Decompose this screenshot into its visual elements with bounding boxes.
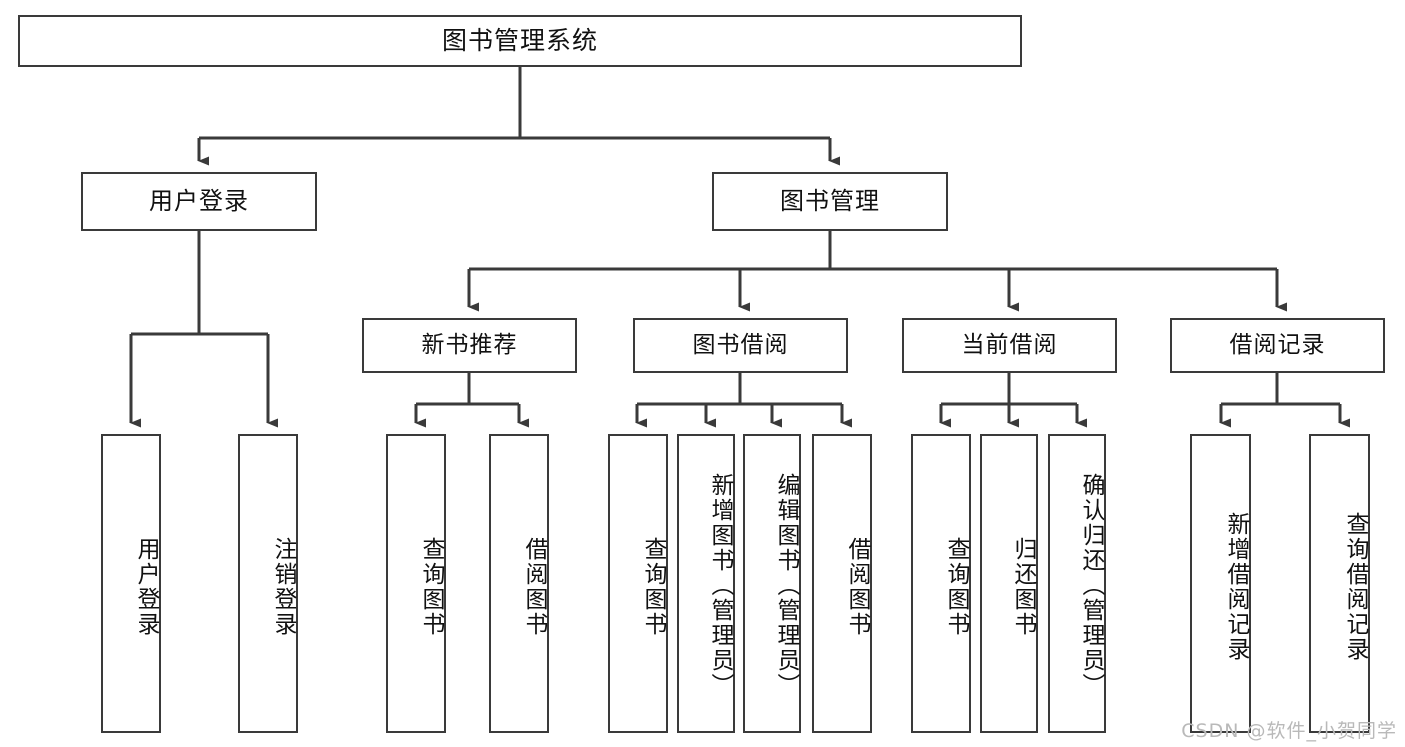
node-label: 图书借阅 [692,331,789,358]
leaf-edit-book-admin[interactable]: 编辑图书（管理员） [743,434,801,733]
node-user-login[interactable]: 用户登录 [81,172,317,231]
leaf-user-login[interactable]: 用户登录 [101,434,161,733]
leaf-add-borrow-record[interactable]: 新增借阅记录 [1190,434,1251,733]
leaf-add-book-admin[interactable]: 新增图书（管理员） [677,434,735,733]
leaf-logout-login[interactable]: 注销登录 [238,434,298,733]
node-label: 借阅图书 [844,536,870,637]
node-root-book-management-system[interactable]: 图书管理系统 [18,15,1022,67]
node-label: 当前借阅 [961,331,1058,358]
node-book-borrowing[interactable]: 图书借阅 [633,318,848,373]
csdn-watermark: CSDN @软件_小贺同学 [1181,720,1397,742]
node-label: 编辑图书（管理员） [773,473,799,698]
node-label: 查询图书 [943,536,969,637]
node-borrowing-record[interactable]: 借阅记录 [1170,318,1385,373]
leaf-borrow-book-new-rec[interactable]: 借阅图书 [489,434,549,733]
node-label: 归还图书 [1010,536,1036,637]
node-label: 新增图书（管理员） [707,473,733,698]
leaf-query-book-borrow[interactable]: 查询图书 [608,434,668,733]
node-label: 借阅记录 [1229,331,1326,358]
node-label: 新书推荐 [421,331,518,358]
node-current-borrowing[interactable]: 当前借阅 [902,318,1117,373]
node-label: 借阅图书 [521,536,547,637]
leaf-query-book-new-rec[interactable]: 查询图书 [386,434,446,733]
node-label: 新增借阅记录 [1223,511,1249,662]
node-label: 注销登录 [270,536,296,637]
node-new-book-recommendation[interactable]: 新书推荐 [362,318,577,373]
node-label: 用户登录 [133,536,159,637]
node-label: 查询图书 [640,536,666,637]
leaf-confirm-return-admin[interactable]: 确认归还（管理员） [1048,434,1106,733]
leaf-return-book[interactable]: 归还图书 [980,434,1038,733]
leaf-query-book-current[interactable]: 查询图书 [911,434,971,733]
node-label: 图书管理 [780,187,880,216]
node-label: 图书管理系统 [441,26,598,56]
node-label: 查询借阅记录 [1342,511,1368,662]
node-label: 用户登录 [149,187,249,216]
node-book-management[interactable]: 图书管理 [712,172,948,231]
leaf-query-borrow-record[interactable]: 查询借阅记录 [1309,434,1370,733]
node-label: 查询图书 [418,536,444,637]
node-label: 确认归还（管理员） [1078,473,1104,698]
leaf-borrow-book-borrow[interactable]: 借阅图书 [812,434,872,733]
